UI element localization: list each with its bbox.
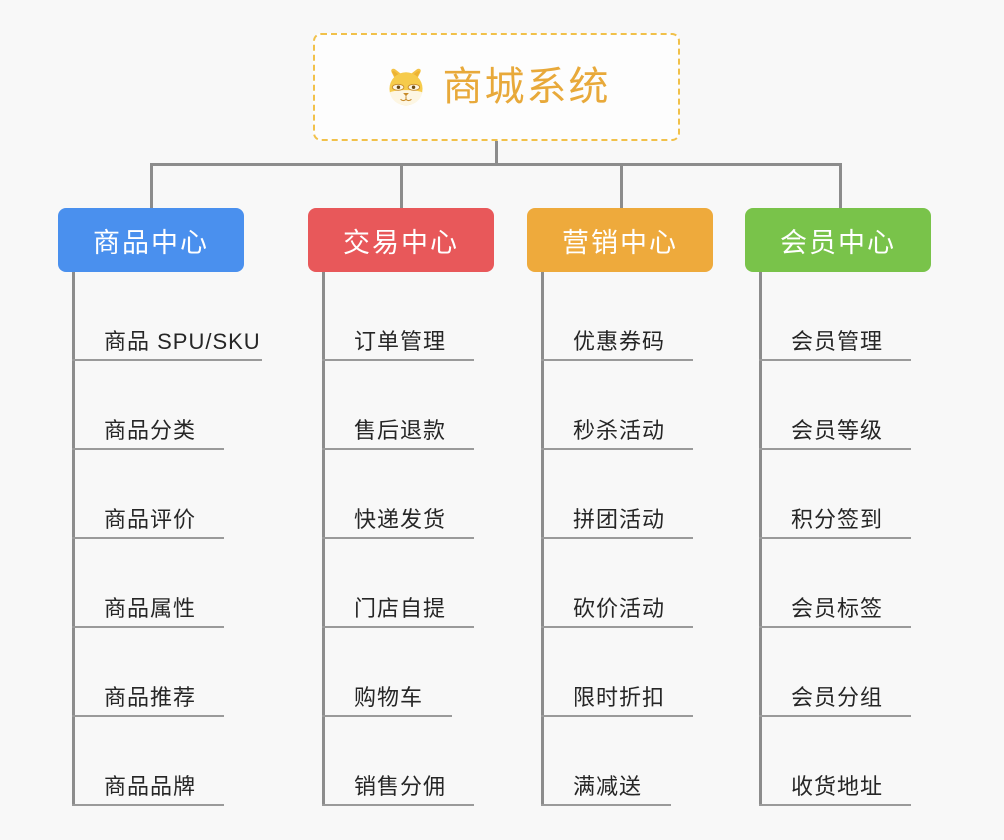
branch-header-4[interactable]: 会员中心 — [745, 208, 931, 272]
leaf-label: 积分签到 — [791, 507, 884, 532]
list-item[interactable]: 订单管理 — [322, 272, 512, 361]
leaf-label: 商品 SPU/SKU — [104, 329, 261, 354]
leaf-label: 限时折扣 — [573, 685, 666, 710]
list-item[interactable]: 商品属性 — [72, 539, 262, 628]
list-item[interactable]: 快递发货 — [322, 450, 512, 539]
connector-drop-3 — [620, 163, 623, 210]
leaf-label: 拼团活动 — [573, 507, 666, 532]
dog-face-icon — [388, 68, 423, 106]
list-item[interactable]: 售后退款 — [322, 361, 512, 450]
root-node[interactable]: 商城系统 — [313, 33, 680, 141]
branch-item-list-4: 会员管理 会员等级 积分签到 会员标签 会员分组 收货地址 — [759, 272, 949, 806]
leaf-label: 砍价活动 — [573, 596, 666, 621]
leaf-label: 商品属性 — [104, 596, 197, 621]
leaf-underline — [759, 626, 911, 628]
list-item[interactable]: 门店自提 — [322, 539, 512, 628]
leaf-label: 收货地址 — [791, 774, 884, 799]
list-item[interactable]: 积分签到 — [759, 450, 949, 539]
list-item[interactable]: 优惠券码 — [541, 272, 731, 361]
branch-header-2[interactable]: 交易中心 — [308, 208, 494, 272]
leaf-underline — [541, 537, 693, 539]
leaf-underline — [72, 537, 224, 539]
leaf-label: 商品品牌 — [104, 774, 197, 799]
branch-title-2: 交易中心 — [343, 227, 459, 258]
connector-drop-4 — [839, 163, 842, 210]
leaf-underline — [72, 448, 224, 450]
leaf-label: 会员等级 — [791, 418, 884, 443]
branch-header-1[interactable]: 商品中心 — [58, 208, 244, 272]
leaf-label: 会员标签 — [791, 596, 884, 621]
branch-title-3: 营销中心 — [562, 227, 678, 258]
list-item[interactable]: 会员管理 — [759, 272, 949, 361]
leaf-underline — [541, 448, 693, 450]
list-item[interactable]: 销售分佣 — [322, 717, 512, 806]
leaf-underline — [759, 448, 911, 450]
leaf-label: 优惠券码 — [573, 329, 666, 354]
leaf-label: 秒杀活动 — [573, 418, 666, 443]
list-item[interactable]: 商品品牌 — [72, 717, 262, 806]
leaf-label: 商品评价 — [104, 507, 197, 532]
leaf-label: 购物车 — [354, 685, 424, 710]
leaf-underline — [759, 715, 911, 717]
leaf-underline — [322, 804, 474, 806]
leaf-underline — [72, 804, 224, 806]
leaf-label: 会员管理 — [791, 329, 884, 354]
leaf-label: 快递发货 — [354, 507, 447, 532]
leaf-underline — [759, 359, 911, 361]
branch-trunk-2 — [322, 272, 325, 806]
leaf-label: 门店自提 — [354, 596, 447, 621]
root-title: 商城系统 — [442, 65, 611, 109]
branch-header-3[interactable]: 营销中心 — [527, 208, 713, 272]
leaf-underline — [322, 537, 474, 539]
leaf-underline — [759, 537, 911, 539]
branch-title-4: 会员中心 — [780, 227, 896, 258]
leaf-underline — [322, 359, 474, 361]
list-item[interactable]: 商品评价 — [72, 450, 262, 539]
list-item[interactable]: 商品分类 — [72, 361, 262, 450]
leaf-label: 订单管理 — [354, 329, 447, 354]
branch-trunk-3 — [541, 272, 544, 806]
list-item[interactable]: 秒杀活动 — [541, 361, 731, 450]
leaf-underline — [541, 715, 693, 717]
list-item[interactable]: 购物车 — [322, 628, 512, 717]
branch-item-list-1: 商品 SPU/SKU 商品分类 商品评价 商品属性 商品推荐 商品品牌 — [72, 272, 262, 806]
leaf-label: 会员分组 — [791, 685, 884, 710]
connector-horizontal-bus — [150, 163, 842, 166]
leaf-label: 售后退款 — [354, 418, 447, 443]
list-item[interactable]: 商品 SPU/SKU — [72, 272, 262, 361]
leaf-underline — [541, 359, 693, 361]
leaf-underline — [541, 804, 671, 806]
leaf-underline — [72, 715, 224, 717]
list-item[interactable]: 限时折扣 — [541, 628, 731, 717]
branch-trunk-1 — [72, 272, 75, 806]
list-item[interactable]: 满减送 — [541, 717, 731, 806]
leaf-label: 销售分佣 — [354, 774, 447, 799]
leaf-underline — [322, 626, 474, 628]
list-item[interactable]: 收货地址 — [759, 717, 949, 806]
leaf-label: 商品分类 — [104, 418, 197, 443]
leaf-underline — [322, 448, 474, 450]
branch-item-list-2: 订单管理 售后退款 快递发货 门店自提 购物车 销售分佣 — [322, 272, 512, 806]
connector-drop-2 — [400, 163, 403, 210]
connector-drop-1 — [150, 163, 153, 210]
leaf-underline — [759, 804, 911, 806]
branch-title-1: 商品中心 — [93, 227, 209, 258]
leaf-label: 商品推荐 — [104, 685, 197, 710]
leaf-underline — [322, 715, 452, 717]
list-item[interactable]: 拼团活动 — [541, 450, 731, 539]
branch-item-list-3: 优惠券码 秒杀活动 拼团活动 砍价活动 限时折扣 满减送 — [541, 272, 731, 806]
leaf-underline — [72, 626, 224, 628]
list-item[interactable]: 会员分组 — [759, 628, 949, 717]
list-item[interactable]: 会员标签 — [759, 539, 949, 628]
branch-trunk-4 — [759, 272, 762, 806]
connector-root-stem — [495, 141, 498, 165]
list-item[interactable]: 砍价活动 — [541, 539, 731, 628]
leaf-underline — [541, 626, 693, 628]
list-item[interactable]: 会员等级 — [759, 361, 949, 450]
list-item[interactable]: 商品推荐 — [72, 628, 262, 717]
leaf-label: 满减送 — [573, 774, 643, 799]
leaf-underline — [72, 359, 262, 361]
